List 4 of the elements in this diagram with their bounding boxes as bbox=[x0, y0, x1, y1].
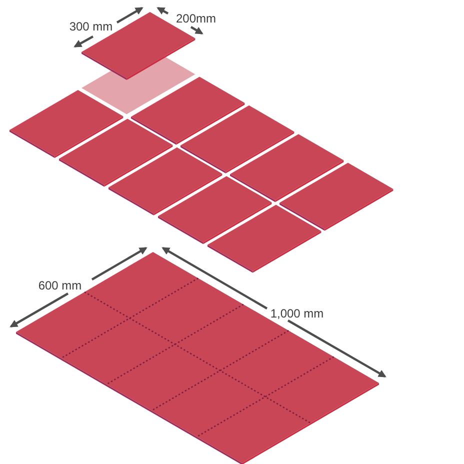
dimension-label: 300 mm bbox=[69, 20, 113, 34]
dimension-label: 200mm bbox=[176, 12, 216, 26]
dimension-label: 600 mm bbox=[38, 279, 82, 293]
dimension-label: 1,000 mm bbox=[270, 307, 324, 321]
